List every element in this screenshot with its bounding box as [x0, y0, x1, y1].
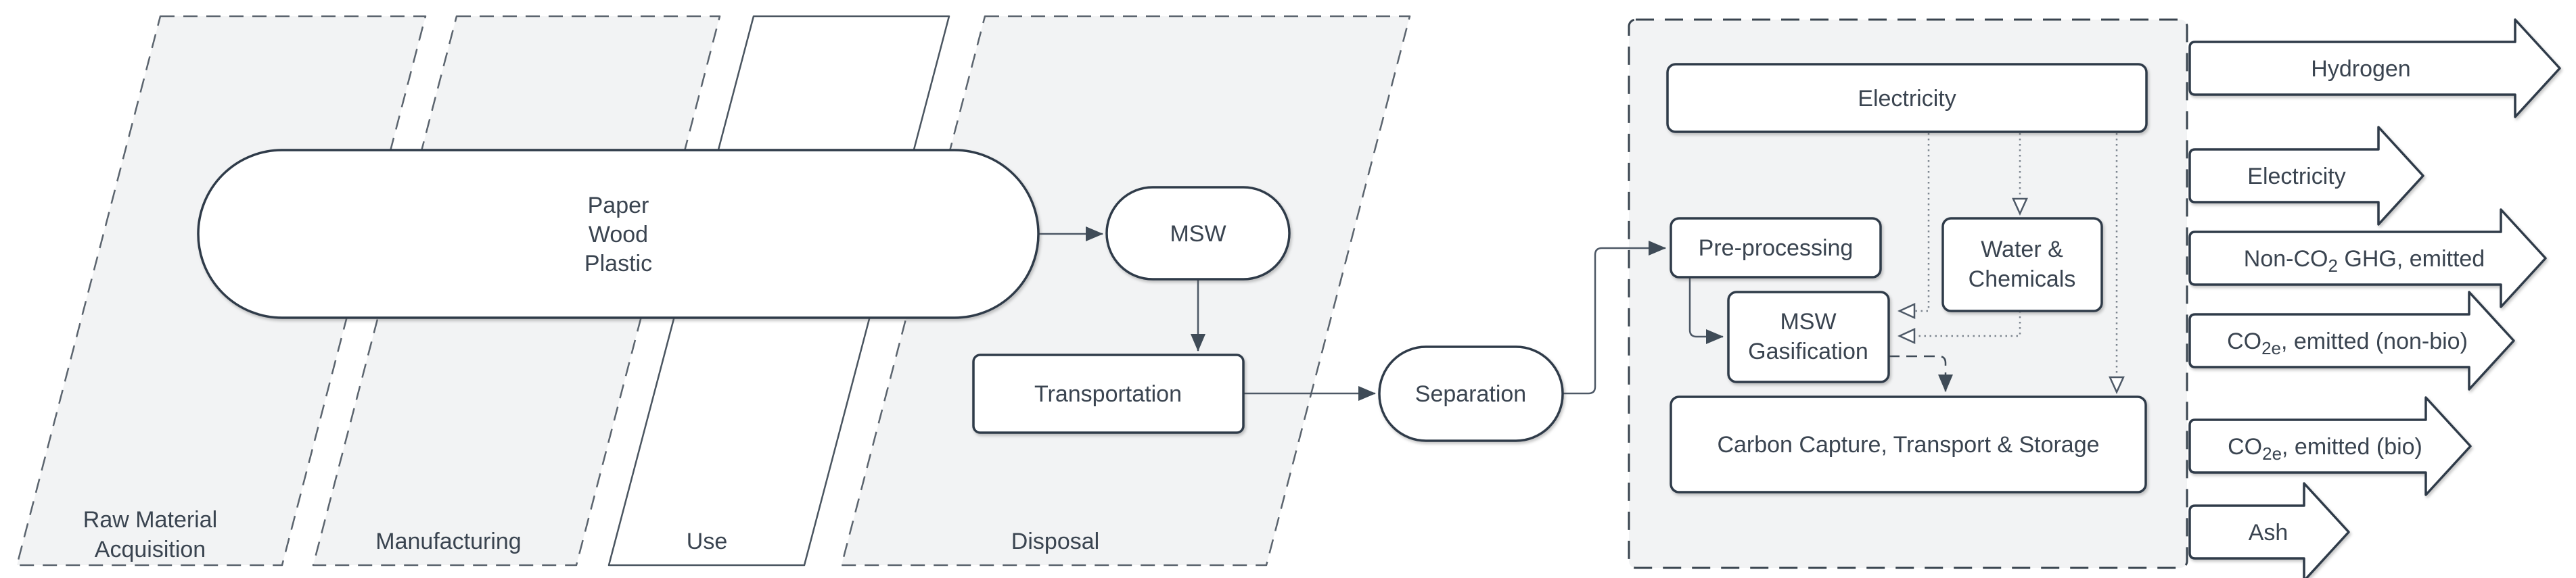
stage-raw-material-label-line1: Raw Material	[83, 507, 217, 533]
msw-gasification-shape[interactable]	[1727, 291, 1890, 383]
node-pre-processing[interactable]: Pre-processing	[1670, 217, 1882, 279]
msw-gasification-label-line1: MSW	[1780, 309, 1836, 335]
msw-shape[interactable]	[1105, 186, 1291, 281]
stage-raw-material-label-line2: Acquisition	[95, 537, 206, 562]
node-carbon-capture[interactable]: Carbon Capture, Transport & Storage	[1670, 395, 2147, 493]
source-label-line2: Wood	[589, 222, 648, 247]
edge-preprocessing-to-gasification	[1688, 277, 1724, 344]
msw-label: MSW	[1170, 221, 1226, 247]
water-chemicals-label-line2: Chemicals	[1969, 266, 2076, 292]
output-ash[interactable]: Ash	[2188, 482, 2350, 578]
co2e-non-bio-arrow-shape[interactable]	[2188, 291, 2515, 391]
water-chemicals-label-line1: Water &	[1981, 237, 2063, 262]
separation-label: Separation	[1415, 381, 1526, 407]
node-water-chemicals[interactable]: Water & Chemicals	[1941, 217, 2103, 312]
node-separation[interactable]: Separation	[1378, 345, 1564, 442]
non-co2-ghg-arrow-label: Non-CO2 GHG, emitted	[2244, 246, 2485, 276]
output-co2e-non-bio[interactable]: CO2e, emitted (non-bio)	[2188, 291, 2515, 391]
stage-use-label: Use	[687, 529, 727, 554]
pre-processing-label: Pre-processing	[1699, 235, 1854, 261]
carbon-capture-shape[interactable]	[1670, 395, 2147, 493]
node-msw[interactable]: MSW	[1105, 186, 1291, 281]
hydrogen-arrow-label: Hydrogen	[2311, 56, 2410, 82]
transportation-label: Transportation	[1034, 381, 1182, 407]
output-electricity[interactable]: Electricity	[2188, 126, 2424, 226]
edge-separation-to-preprocessing	[1563, 241, 1666, 395]
stage-manufacturing-label: Manufacturing	[375, 529, 521, 554]
co2e-bio-arrow-label: CO2e, emitted (bio)	[2228, 434, 2422, 464]
water-chemicals-shape[interactable]	[1941, 217, 2103, 312]
transportation-shape[interactable]	[972, 354, 1245, 434]
node-electricity[interactable]: Electricity	[1666, 63, 2148, 133]
node-source-materials[interactable]: Paper Wood Plastic	[197, 149, 1040, 319]
output-co2e-bio[interactable]: CO2e, emitted (bio)	[2188, 396, 2472, 496]
msw-gasification-label-line2: Gasification	[1748, 339, 1868, 364]
pre-processing-shape[interactable]	[1670, 217, 1882, 279]
electricity-label: Electricity	[1858, 86, 1956, 112]
ash-arrow-shape[interactable]	[2188, 482, 2350, 578]
stage-disposal-label: Disposal	[1011, 529, 1099, 554]
electricity-arrow-label: Electricity	[2247, 164, 2345, 189]
source-label-line3: Plastic	[584, 251, 652, 276]
node-msw-gasification[interactable]: MSW Gasification	[1727, 291, 1890, 383]
edge-gasification-to-carbon-capture	[1889, 355, 1953, 392]
source-label-line1: Paper	[588, 193, 649, 218]
carbon-capture-label: Carbon Capture, Transport & Storage	[1717, 432, 2099, 458]
electricity-arrow-shape[interactable]	[2188, 126, 2424, 226]
node-transportation[interactable]: Transportation	[972, 354, 1245, 434]
output-hydrogen[interactable]: Hydrogen	[2188, 18, 2561, 118]
ash-arrow-label: Ash	[2249, 520, 2288, 546]
co2e-bio-arrow-shape[interactable]	[2188, 396, 2472, 496]
edges	[1038, 133, 2125, 401]
hydrogen-arrow-shape[interactable]	[2188, 18, 2561, 118]
source-materials-shape[interactable]	[197, 149, 1040, 319]
separation-shape[interactable]	[1378, 345, 1564, 442]
electricity-shape[interactable]	[1666, 63, 2148, 133]
output-non-co2-ghg[interactable]: Non-CO2 GHG, emitted	[2188, 208, 2547, 308]
output-arrows: Hydrogen Electricity Non-CO2 GHG, emitte…	[2188, 18, 2561, 578]
co2e-non-bio-arrow-label: CO2e, emitted (non-bio)	[2227, 329, 2468, 358]
non-co2-ghg-arrow-shape[interactable]	[2188, 208, 2547, 308]
